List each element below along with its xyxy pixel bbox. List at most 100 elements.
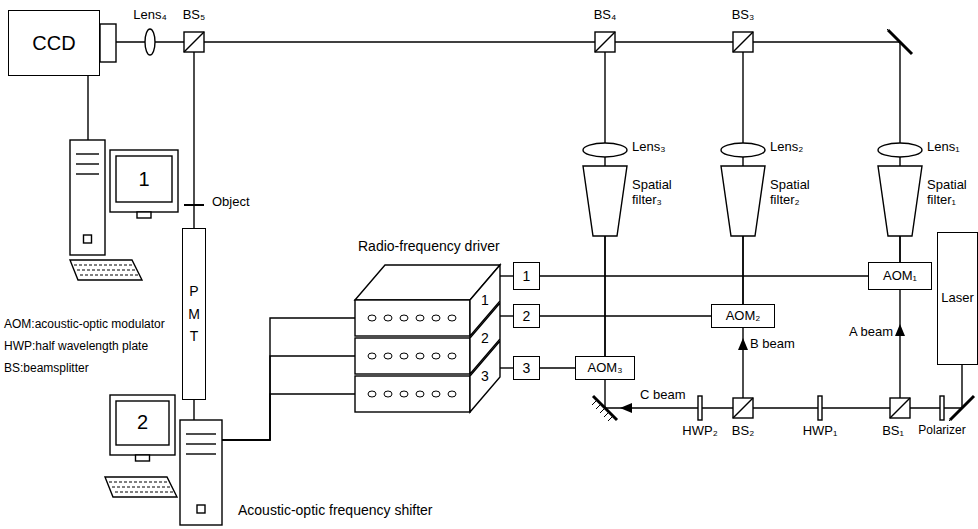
hatch-stroke [965,400,970,405]
lens [583,143,627,157]
node-text: 1 [523,268,531,284]
node-text: 2 [523,308,531,324]
computer-part [70,260,142,280]
knob [448,391,456,397]
component-label: Spatial filter₃ [632,178,684,208]
computer-part [77,270,137,271]
beam-arrow [738,338,748,350]
part-label: BS₄ [594,8,617,23]
knob [416,315,424,321]
spatial-filter: Spatial filter₁ [878,166,922,236]
part-label: HWP₁ [803,424,838,439]
spatial-filter-shape [583,166,627,236]
computer-part [137,212,151,218]
knob [384,353,392,359]
part-label: Object [212,195,250,210]
hatch-stroke [604,412,609,417]
lens [878,143,922,157]
computer-part [116,401,169,445]
knob [448,353,456,359]
beamsplitter [733,32,753,52]
beamsplitter [733,32,753,52]
spatial-filter-outline [878,166,922,236]
connector [899,236,900,262]
part-label: AOM:acoustic-optic modulator [4,318,165,332]
mirror [593,396,617,420]
computer-part [136,455,150,461]
computer-part [105,477,177,497]
node-text: AOM₃ [588,361,623,376]
connector [604,236,605,356]
part-label: BS₅ [183,8,206,23]
beamsplitter [890,398,910,418]
node-text: 1 [116,168,172,191]
computer-outline [65,140,178,282]
computer-part [74,265,134,266]
object-plane [184,204,204,206]
computer-part [76,163,99,164]
driver-unit: 3 [470,341,500,412]
computer-part [76,153,99,154]
part-label: Lens₂ [770,140,803,155]
ccd-barrel [100,24,116,62]
part-label: C beam [640,388,686,403]
part-label: Acoustic-optic frequency shifter [238,502,433,518]
half-wave-plate [818,396,822,420]
hatch-stroke [903,45,908,50]
lens [721,143,765,157]
spatial-filter-shape [878,166,922,236]
beamsplitter [733,32,753,52]
connector [500,275,513,276]
connector [500,367,513,368]
part-label: BS₂ [732,424,754,439]
node-text: 3 [523,360,531,376]
knob [400,353,408,359]
computer-part [70,140,105,255]
hatch-stroke [600,408,605,413]
node-text: Laser [941,291,974,306]
mirror [950,396,974,420]
knob [432,315,440,321]
channel-box: 2 [513,304,540,328]
part-label: BS₃ [732,8,755,23]
beamsplitter [890,398,910,418]
spatial-filter-outline [721,166,765,236]
knob [368,315,376,321]
spatial-filter-outline [583,166,627,236]
polarizer [940,396,944,420]
computer-part [76,173,99,174]
beamsplitter [733,398,753,418]
knob [368,353,376,359]
beamsplitter [733,398,753,418]
beamsplitter [184,32,204,52]
hatch-stroke [596,404,601,409]
beam-arrow [620,403,632,413]
computer-part [186,453,216,454]
component-label: Spatial filter₂ [770,178,822,208]
knob [432,353,440,359]
beamsplitter [595,32,615,52]
computer-part [112,487,172,488]
connector [742,236,743,304]
connector [540,275,868,276]
knob [384,315,392,321]
optical-layout [100,24,974,421]
camera-box: CCD [8,10,100,76]
aom-box: AOM₂ [711,304,775,328]
node-text: AOM₁ [883,269,917,284]
computer-part [186,443,216,444]
computer-part [84,235,92,243]
computer-part [116,156,172,202]
beam [961,365,962,408]
computer-part [197,505,205,513]
hatch-stroke [592,400,597,405]
node-text: CCD [32,32,75,55]
knob [400,315,408,321]
part-label: Lens₄ [133,8,167,23]
aom-box: AOM₁ [868,262,932,290]
connector [222,394,355,440]
connector [540,315,711,316]
connector [222,356,355,440]
connector [87,76,88,140]
